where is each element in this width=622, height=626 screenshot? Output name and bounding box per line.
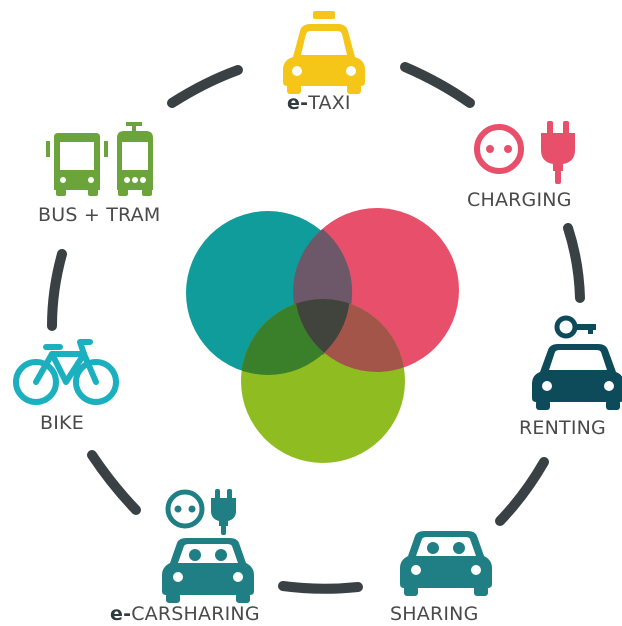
venn-overlap-teal-green: [241, 299, 350, 375]
ring-arc: [87, 450, 141, 515]
label-prefix: e-: [110, 603, 132, 625]
node-label-sharing: SHARING: [390, 603, 479, 625]
node-label-charging: CHARGING: [467, 189, 572, 211]
shared-car-icon: [400, 531, 492, 596]
ring-arc: [400, 62, 475, 108]
label-prefix: e-: [287, 92, 309, 114]
node-label-bike: BIKE: [40, 412, 84, 434]
label-text: CHARGING: [467, 189, 572, 211]
bicycle-icon: [13, 339, 119, 405]
label-text: TAXI: [308, 92, 351, 114]
label-text: CARSHARING: [131, 603, 260, 625]
ring-arc: [563, 223, 585, 303]
node-label-e-carsharing: e-CARSHARING: [110, 603, 260, 625]
label-text: BUS + TRAM: [38, 204, 161, 226]
venn-diagram: [186, 208, 459, 463]
electric-shared-car-icon: [162, 489, 254, 603]
plug-socket-icon: [474, 121, 575, 184]
label-text: SHARING: [390, 603, 479, 625]
node-label-bus-tram: BUS + TRAM: [38, 204, 160, 226]
car-key-icon: [532, 315, 622, 410]
label-text: RENTING: [519, 417, 606, 439]
ring-arc: [167, 65, 243, 108]
taxi-icon: [283, 11, 365, 94]
node-label-e-taxi: e-TAXI: [287, 92, 351, 114]
bus-tram-icon: [46, 122, 153, 196]
label-text: BIKE: [40, 412, 84, 434]
ring-arc: [47, 249, 67, 331]
ring-arc: [495, 457, 549, 526]
venn-overlap-red-green: [295, 299, 405, 372]
node-label-renting: RENTING: [519, 417, 606, 439]
ring-connectors: [47, 62, 585, 594]
ring-arc: [278, 581, 363, 594]
